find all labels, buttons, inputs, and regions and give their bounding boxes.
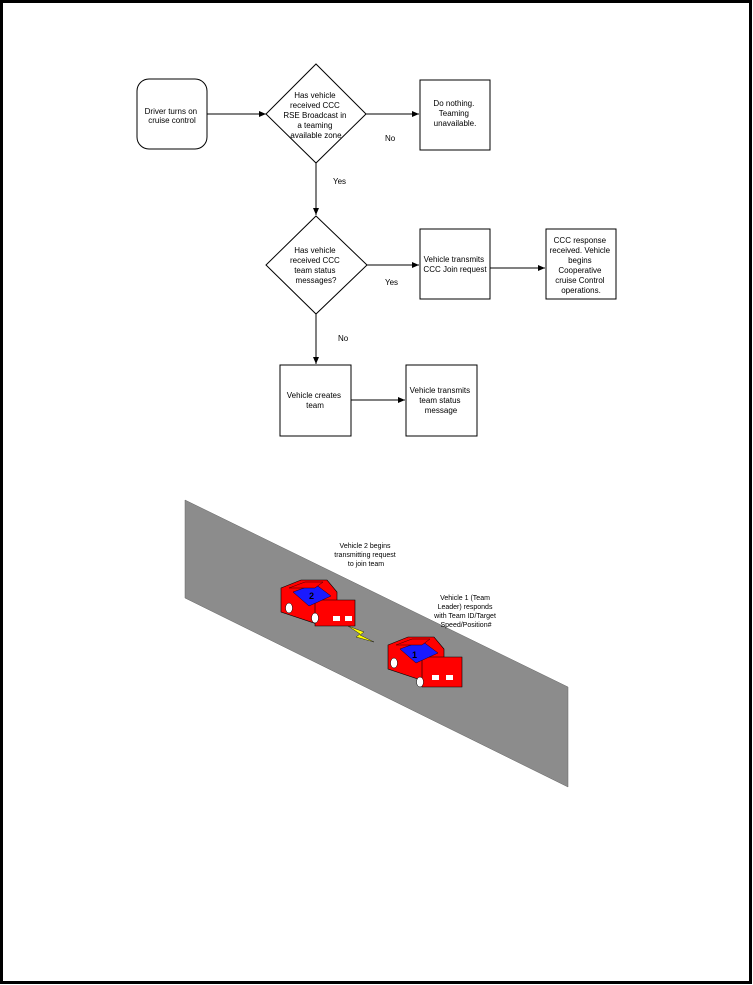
car-1-caption-line-4: Speed/Position# (441, 622, 492, 629)
start-label-line-1: Driver turns on (145, 107, 197, 116)
create-label-line-1: Vehicle creates (287, 391, 341, 400)
start-label-line-2: cruise control (148, 116, 196, 125)
decision1-label-line-3: RSE Broadcast in (283, 111, 346, 120)
road (184, 499, 569, 788)
join-label-line-2: CCC Join request (423, 265, 487, 274)
svg-text:CCC response received.: CCC response received. Vehicle begins Co… (550, 236, 613, 295)
decision1-label-line-4: a teaming (297, 121, 332, 130)
car-1: 1 (387, 636, 463, 688)
decision2-label-line-2: received CCC (290, 256, 340, 265)
car-1-caption-line-3: with Team ID/Target (433, 613, 496, 620)
response-label-line-3: begins (568, 256, 592, 265)
decision2-node: Has vehicle received CCC team status mes… (265, 215, 368, 315)
start-node: Driver turns on cruise control (136, 78, 208, 150)
edge-label-d2-yes: Yes (385, 278, 398, 287)
do-nothing-label-line-2: Teaming (439, 109, 469, 118)
svg-text:Has vehicle received C: Has vehicle received CCC team status mes… (290, 246, 342, 285)
svg-text:Vehicle transmits team: Vehicle transmits team status message (410, 386, 473, 415)
svg-text:Vehicle creates team: Vehicle creates team (287, 391, 344, 410)
decision2-label-line-4: messages? (296, 276, 337, 285)
decision1-label-line-1: Has vehicle (294, 91, 336, 100)
decision2-label-line-3: team status (294, 266, 335, 275)
svg-text:Do nothing. Teaming: Do nothing. Teaming unavailable. (433, 99, 476, 128)
car-2-caption-line-3: to join team (348, 561, 384, 568)
response-label-line-4: Cooperative (558, 266, 602, 275)
create-label-line-2: team (306, 401, 324, 410)
edge-label-d1-no: No (385, 134, 396, 143)
response-label-line-5: cruise Control (555, 276, 605, 285)
status-label-line-3: message (425, 406, 458, 415)
svg-text:Has vehicle received C: Has vehicle received CCC RSE Broadcast i… (283, 91, 348, 140)
do-nothing-node: Do nothing. Teaming unavailable. (419, 79, 491, 151)
car-1-caption-line-2: Leader) responds (438, 604, 493, 611)
decision1-label-line-2: received CCC (290, 101, 340, 110)
decision1-node: Has vehicle received CCC RSE Broadcast i… (265, 63, 367, 164)
decision1-label-line-5: available zone (290, 131, 342, 140)
car-1-caption-line-1: Vehicle 1 (Team (440, 595, 490, 602)
do-nothing-label-line-3: unavailable. (434, 119, 477, 128)
car-2-caption-line-1: Vehicle 2 begins (340, 543, 391, 550)
status-label-line-2: team status (419, 396, 460, 405)
car-2-caption-line-2: transmitting request (334, 552, 396, 559)
do-nothing-label-line-1: Do nothing. (433, 99, 474, 108)
join-label-line-1: Vehicle transmits (424, 255, 484, 264)
edge-label-d2-no: No (338, 334, 349, 343)
decision2-label-line-1: Has vehicle (294, 246, 336, 255)
signal-bolt-icon (347, 625, 375, 643)
svg-text:Vehicle transmits CCC: Vehicle transmits CCC Join request (423, 255, 487, 274)
flowchart: Driver turns on cruise control Has vehic… (136, 63, 617, 437)
edge-label-d1-yes: Yes (333, 177, 346, 186)
status-label-line-1: Vehicle transmits (410, 386, 470, 395)
response-label-line-1: CCC response (554, 236, 607, 245)
transmit-status-node: Vehicle transmits team status message (405, 364, 478, 437)
svg-text:Vehicle 2 begins transmi: Vehicle 2 begins transmitting request to… (334, 543, 397, 568)
ccc-response-node: CCC response received. Vehicle begins Co… (545, 228, 617, 300)
car-2: 2 (280, 579, 356, 627)
join-request-node: Vehicle transmits CCC Join request (419, 228, 491, 300)
create-team-node: Vehicle creates team (279, 364, 352, 437)
response-label-line-2: received. Vehicle (550, 246, 611, 255)
response-label-line-6: operations. (561, 286, 601, 295)
svg-text:Vehicle 1 (Team Leader): Vehicle 1 (Team Leader) responds with Te… (433, 595, 498, 629)
car-1-number: 1 (412, 650, 417, 660)
svg-text:Driver turns on cruise: Driver turns on cruise control (145, 107, 200, 125)
road-scene: 2 1 Vehicle 2 begins transmitting reques… (184, 499, 569, 788)
car-2-number: 2 (309, 591, 314, 601)
